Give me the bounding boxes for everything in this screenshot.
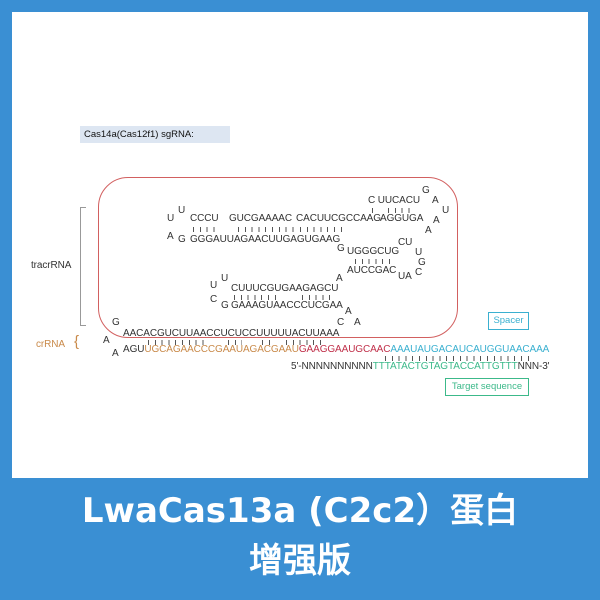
- nt: G: [178, 234, 186, 245]
- sgrna-label: Cas14a(Cas12f1) sgRNA:: [80, 126, 230, 143]
- seq: AUCCGAC: [347, 265, 397, 276]
- tracrrna-outline: [98, 177, 458, 338]
- repeat-seq-red: GAAGGAAUGCAAC: [298, 344, 391, 355]
- seq: AACACGUCUUAACCUCUCCUUUUUACUUAAA: [123, 328, 340, 339]
- nt: G: [418, 257, 426, 268]
- nt: A: [354, 317, 361, 328]
- spacer-label: Spacer: [488, 312, 529, 330]
- nt: U: [415, 247, 423, 258]
- seq: CUUUCGUGAAGAGCU: [231, 283, 339, 294]
- seq: AGU: [123, 344, 145, 355]
- seq: UGGGCUG: [347, 246, 400, 257]
- nt: A: [112, 348, 119, 359]
- nt: A: [345, 306, 352, 317]
- seq: NNN-3': [517, 361, 550, 372]
- crrna-label: crRNA: [36, 339, 65, 350]
- base-pairs: [238, 227, 294, 232]
- nt: A: [103, 335, 110, 346]
- base-pairs: [286, 340, 324, 345]
- nt: U: [167, 213, 175, 224]
- base-pairs: [385, 356, 530, 361]
- nt: C: [210, 294, 218, 305]
- base-pairs: [193, 227, 217, 232]
- nt: A: [167, 231, 174, 242]
- seq: 5'-NNNNNNNNNN: [291, 361, 373, 372]
- footer-title: LwaCas13a (C2c2）蛋白: [81, 491, 519, 531]
- seq: GUCGAAAAC: [229, 213, 293, 224]
- nt: C: [337, 317, 345, 328]
- seq: GGGAUUAGAACUUGAGUGAAG: [190, 234, 341, 245]
- seq: UA: [398, 271, 412, 282]
- nt: U: [221, 273, 229, 284]
- base-pairs: [300, 227, 344, 232]
- crrna-brace: {: [74, 333, 79, 350]
- base-pairs: [302, 295, 332, 300]
- seq: C UUCACU: [368, 195, 420, 206]
- target-dna: 5'-NNNNNNNNNNTTTATACTGTAGTACCATTGTTTNNN-…: [291, 362, 550, 372]
- base-pairs: [228, 340, 242, 345]
- target-sequence-label: Target sequence: [445, 378, 529, 396]
- seq: GAAAGUAACCCUCGAA: [231, 300, 343, 311]
- footer-subtitle: 增强版: [249, 541, 351, 581]
- base-pairs: [234, 295, 272, 300]
- nt: G: [221, 300, 229, 311]
- nt: G: [337, 243, 345, 254]
- repeat-seq: UGCAGAACCCGAAUAGACGAAU: [144, 344, 299, 355]
- seq: CU: [398, 237, 413, 248]
- nt: C: [415, 267, 423, 278]
- nt: U: [178, 205, 186, 216]
- nt: G: [112, 317, 120, 328]
- tracrrna-bracket: [80, 207, 86, 326]
- nt: A: [432, 195, 439, 206]
- base-pairs: [262, 340, 270, 345]
- seq: CACUUCGCCAAG: [296, 213, 381, 224]
- nt: A: [425, 225, 432, 236]
- base-pairs: [148, 340, 208, 345]
- nt: U: [442, 205, 450, 216]
- target-seq: TTTATACTGTAGTACCATTGTTT: [372, 361, 518, 372]
- nt: A: [336, 273, 343, 284]
- nt: U: [210, 280, 218, 291]
- seq: AGGUGA: [380, 213, 424, 224]
- base-pairs: [388, 208, 414, 213]
- diagram-panel: [12, 12, 588, 478]
- nt: G: [422, 185, 430, 196]
- base-pairs: [355, 259, 393, 264]
- crrna-sequence: AGUUGCAGAACCCGAAUAGACGAAUGAAGGAAUGCAACAA…: [123, 345, 549, 355]
- base-pairs: [275, 295, 279, 300]
- spacer-seq: AAAUAUGACAUCAUGGUAACAAA: [390, 344, 550, 355]
- nt: A: [433, 215, 440, 226]
- seq: CCCU: [190, 213, 219, 224]
- base-pairs: [372, 208, 378, 213]
- tracrrna-label: tracrRNA: [31, 260, 72, 271]
